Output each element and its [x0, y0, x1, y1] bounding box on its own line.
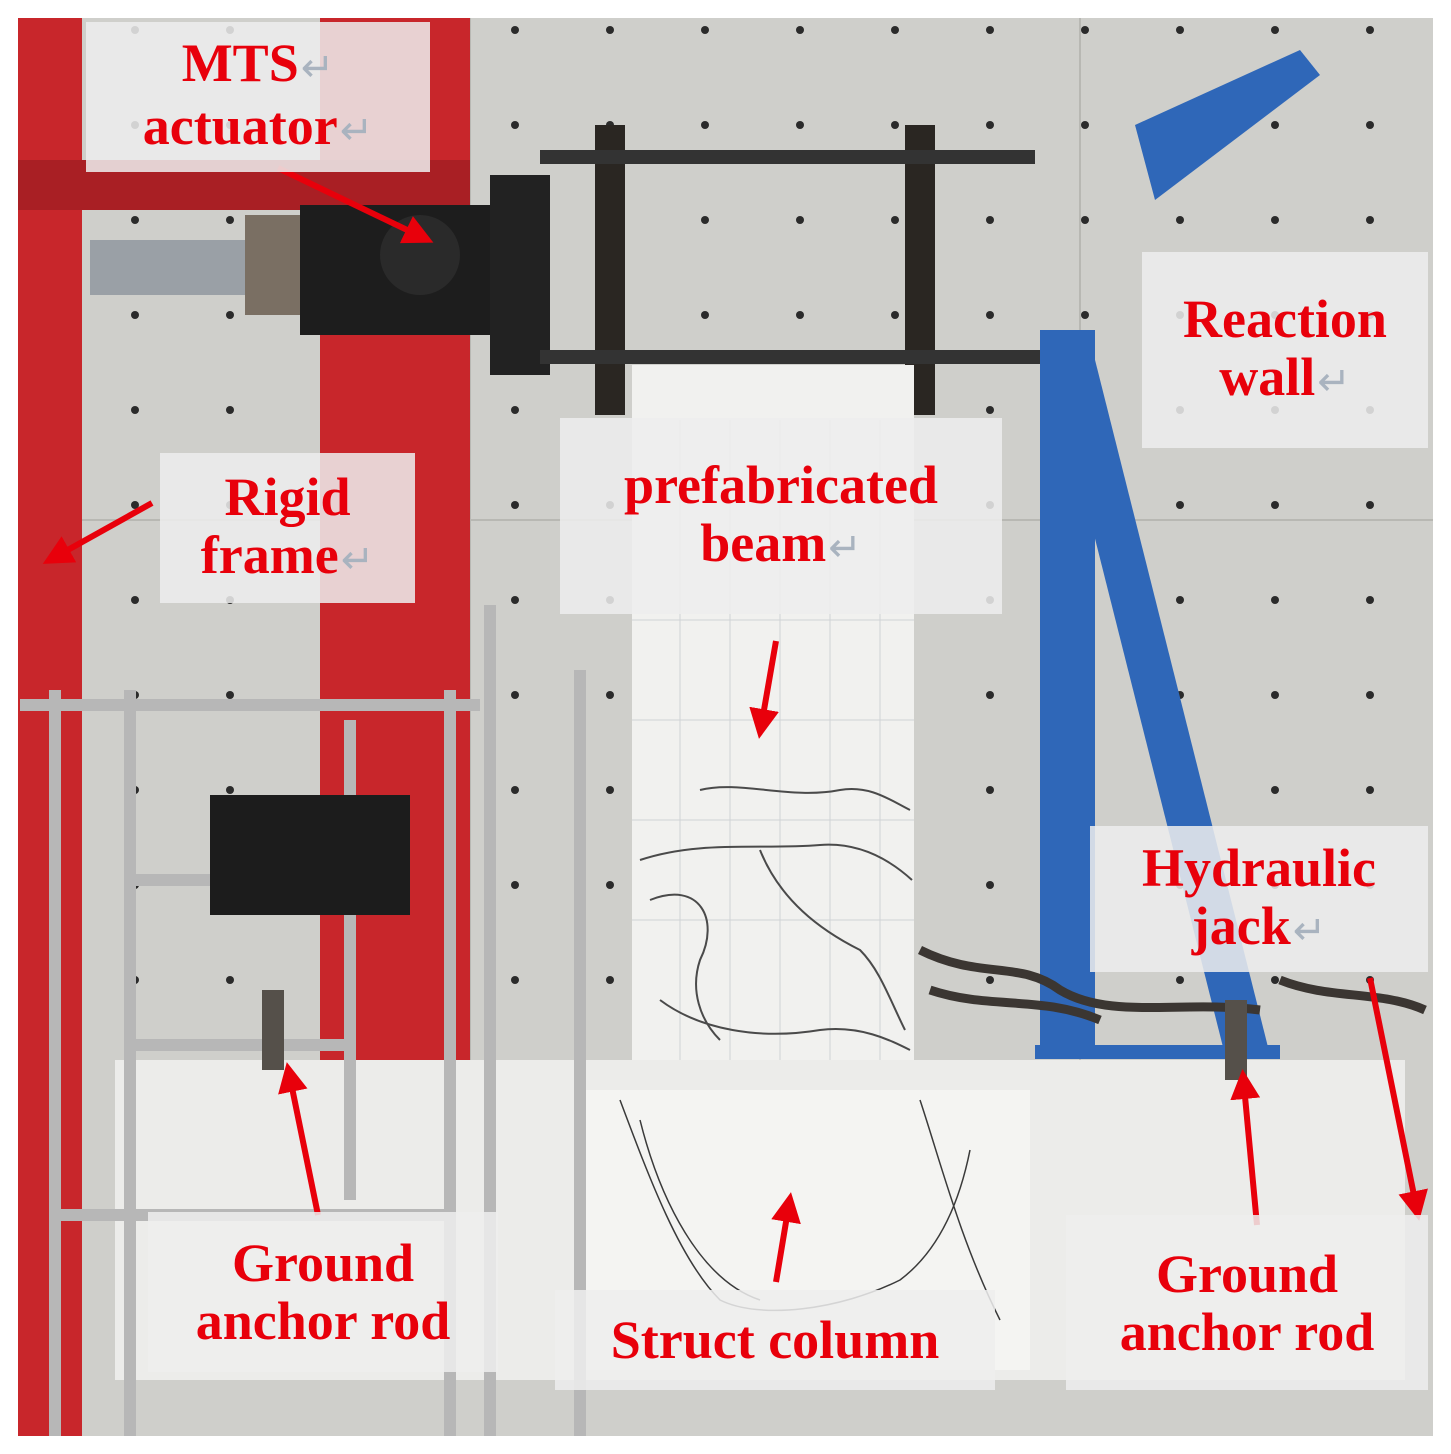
label-hydraulic-jack: Hydraulic jack↵ — [1090, 826, 1428, 972]
arrow-rigid-frame — [42, 500, 154, 564]
label-reaction-wall-line1: Reaction — [1183, 288, 1387, 349]
label-ground-anchor-rod-left: Ground anchor rod — [148, 1212, 498, 1372]
return-mark: ↵ — [828, 524, 862, 570]
label-reaction-wall: Reaction wall↵ — [1142, 252, 1428, 448]
arrow-ground-anchor-rod-right — [1230, 1069, 1261, 1226]
annotation-arrows — [42, 165, 1428, 1283]
label-ground-anchor-rod-right-line2: anchor rod — [1119, 1301, 1375, 1362]
label-struct-column-line1: Struct column — [610, 1310, 940, 1370]
label-hydraulic-jack-line1: Hydraulic — [1141, 837, 1376, 898]
label-reaction-wall-line2: wall — [1219, 346, 1316, 407]
label-mts-actuator-line2: actuator — [142, 96, 338, 156]
beam-clamp-frame-left — [595, 125, 625, 415]
return-mark: ↵ — [339, 108, 374, 153]
hydraulic-hoses — [917, 945, 1427, 1025]
actuator-bracket — [490, 175, 550, 375]
label-hydraulic-jack-line2: jack — [1191, 895, 1291, 956]
label-rigid-frame: Rigid frame↵ — [160, 453, 415, 603]
anchor-rod-left — [262, 990, 284, 1070]
label-rigid-frame-line1: Rigid — [224, 466, 351, 527]
label-rigid-frame-line2: frame — [200, 524, 339, 585]
return-mark: ↵ — [1317, 358, 1351, 404]
arrow-struct-column — [771, 1192, 801, 1283]
arrow-ground-anchor-rod-left — [278, 1062, 321, 1216]
label-prefabricated-beam-line2: beam — [700, 512, 827, 573]
label-prefabricated-beam-line1: prefabricated — [624, 454, 938, 515]
return-mark: ↵ — [1292, 907, 1327, 953]
label-ground-anchor-rod-right-line1: Ground — [1155, 1243, 1339, 1304]
lower-actuator-body — [210, 795, 410, 915]
label-ground-anchor-rod-right: Ground anchor rod — [1066, 1215, 1428, 1390]
actuator-pivot — [380, 215, 460, 295]
label-ground-anchor-rod-left-line2: anchor rod — [195, 1291, 451, 1351]
beam-cracks — [639, 786, 913, 1051]
label-mts-actuator: MTS↵ actuator↵ — [86, 22, 430, 172]
arrow-prefabricated-beam — [749, 640, 779, 739]
label-struct-column: Struct column — [555, 1290, 995, 1390]
actuator-rod — [90, 240, 260, 295]
anchor-rod-right — [1225, 1000, 1247, 1080]
arrow-hydraulic-jack — [1367, 977, 1428, 1221]
return-mark: ↵ — [300, 45, 335, 90]
label-ground-anchor-rod-left-line1: Ground — [231, 1233, 415, 1293]
arrow-mts-actuator — [276, 165, 434, 244]
label-mts-actuator-line1: MTS — [181, 33, 299, 93]
label-prefabricated-beam: prefabricated beam↵ — [560, 418, 1002, 614]
beam-clamp-bar-top — [540, 150, 1035, 164]
return-mark: ↵ — [340, 536, 375, 582]
beam-clamp-bar-bottom — [540, 350, 1060, 364]
